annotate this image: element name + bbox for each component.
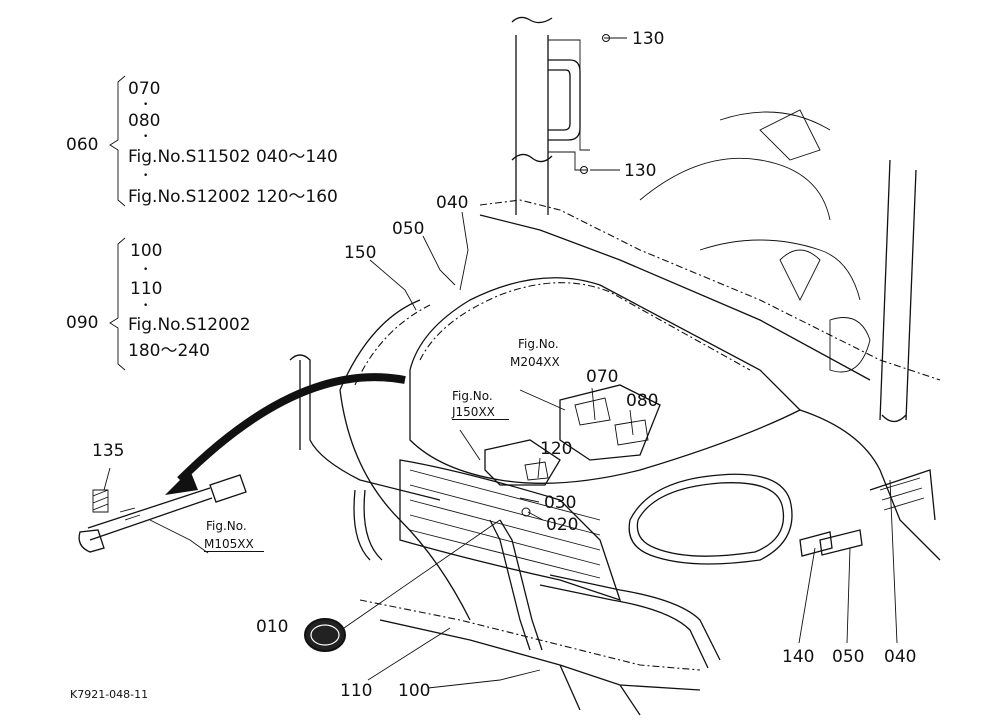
group-060-item: 070: [128, 79, 161, 99]
grille: [399, 459, 622, 602]
callout-100: 100: [398, 681, 431, 701]
fig-ref-m204-number: M204XX: [510, 355, 560, 369]
callout-050-right: 050: [832, 647, 865, 667]
callout-130-top: 130: [632, 29, 665, 49]
callout-040-right: 040: [884, 647, 917, 667]
bracket-060: [109, 75, 126, 207]
roll-bar-right: [879, 159, 917, 421]
group-060-number: 060: [66, 135, 99, 155]
hood-recess: [559, 384, 661, 461]
callout-050-top: 050: [392, 219, 425, 239]
list-dot: •: [143, 171, 149, 181]
leader-lines: [103, 37, 898, 689]
callout-040-top: 040: [436, 193, 469, 213]
callout-130-mid: 130: [624, 161, 657, 181]
fig-ref-j150-number: J150XX: [452, 406, 509, 420]
decal-135: [92, 489, 109, 513]
list-dot: •: [143, 265, 149, 275]
drawing-id: K7921-048-11: [70, 688, 149, 701]
left-fender: [339, 299, 471, 621]
list-dot: •: [143, 301, 149, 311]
hood-outline: [409, 277, 802, 484]
callout-080: 080: [626, 391, 659, 411]
group-090-item: 180～240: [128, 341, 210, 361]
callout-010: 010: [256, 617, 289, 637]
headlight-right: [628, 473, 793, 565]
callout-030: 030: [544, 493, 577, 513]
seat-area: [639, 111, 861, 301]
group-090-number: 090: [66, 313, 99, 333]
cowl-outline: [479, 199, 941, 381]
callout-140: 140: [782, 647, 815, 667]
front-bumper: [359, 599, 701, 671]
callout-135: 135: [92, 441, 125, 461]
brush-guard: [289, 354, 441, 501]
right-panel: [799, 409, 941, 561]
callout-120: 120: [540, 439, 573, 459]
group-090-item: Fig.No.S12002: [128, 315, 251, 335]
fig-ref-j150-label: Fig.No.: [452, 389, 493, 403]
bracket-090: [109, 237, 126, 371]
fig-ref-m105-label: Fig.No.: [206, 519, 247, 533]
removal-arrow: [177, 373, 406, 483]
group-060-item: Fig.No.S11502 040～140: [128, 147, 338, 167]
callout-020: 020: [546, 515, 579, 535]
list-dot: •: [143, 132, 149, 142]
recess-120: [484, 439, 561, 486]
callout-150: 150: [344, 243, 377, 263]
grab-handle: [548, 59, 581, 141]
group-090-item: 100: [130, 241, 163, 261]
group-060-item: Fig.No.S12002 120～160: [128, 187, 338, 207]
fig-ref-m105-number: M105XX: [204, 538, 264, 552]
roll-bar-left: [515, 35, 549, 215]
group-090-item: 110: [130, 279, 163, 299]
callout-070: 070: [586, 367, 619, 387]
fig-ref-m204-label: Fig.No.: [518, 337, 559, 351]
emblem-010: [304, 618, 346, 652]
callout-110: 110: [340, 681, 373, 701]
group-060-item: 080: [128, 111, 161, 131]
list-dot: •: [143, 100, 149, 110]
gas-strut: [87, 487, 213, 541]
